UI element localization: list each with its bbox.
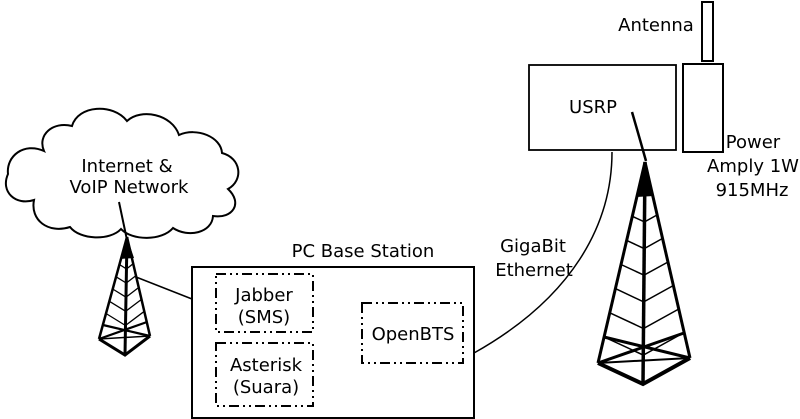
usrp-label: USRP	[569, 97, 617, 118]
usrp-tower-feed-line	[630, 111, 648, 162]
power-amp-label-line1: Power	[726, 132, 781, 153]
openbts-label: OpenBTS	[372, 324, 455, 345]
usrp-box	[528, 64, 677, 151]
big-tower-icon	[596, 161, 692, 387]
asterisk-label-line1: Asterisk	[230, 355, 303, 376]
power-amp-label-line2: Amply 1W	[707, 156, 799, 177]
gigabit-label-line2: Ethernet	[495, 260, 573, 281]
antenna-label: Antenna	[618, 15, 694, 36]
jabber-label-line2: (SMS)	[238, 307, 290, 328]
gigabit-label-line1: GigaBit	[500, 236, 566, 257]
cloud-label-line2: VoIP Network	[70, 177, 190, 198]
asterisk-box	[215, 342, 314, 407]
openbts-box	[361, 302, 464, 364]
jabber-label-line1: Jabber	[234, 285, 293, 306]
pc-base-station-title: PC Base Station	[292, 241, 435, 262]
antenna-bar-icon	[701, 1, 714, 62]
power-amp-box	[682, 63, 724, 153]
gigabit-ethernet-link-curve	[473, 151, 613, 354]
internet-cloud-icon	[5, 107, 240, 239]
pc-base-station-box	[191, 266, 475, 419]
asterisk-label-line2: (Suara)	[233, 377, 299, 398]
cloud-label-line1: Internet &	[81, 156, 172, 177]
jabber-box	[215, 273, 314, 333]
cloud-tower-mast-line	[118, 201, 128, 241]
tower-basestation-link-line	[135, 276, 193, 300]
small-tower-icon	[97, 236, 152, 357]
power-amp-label-line3: 915MHz	[716, 180, 789, 201]
